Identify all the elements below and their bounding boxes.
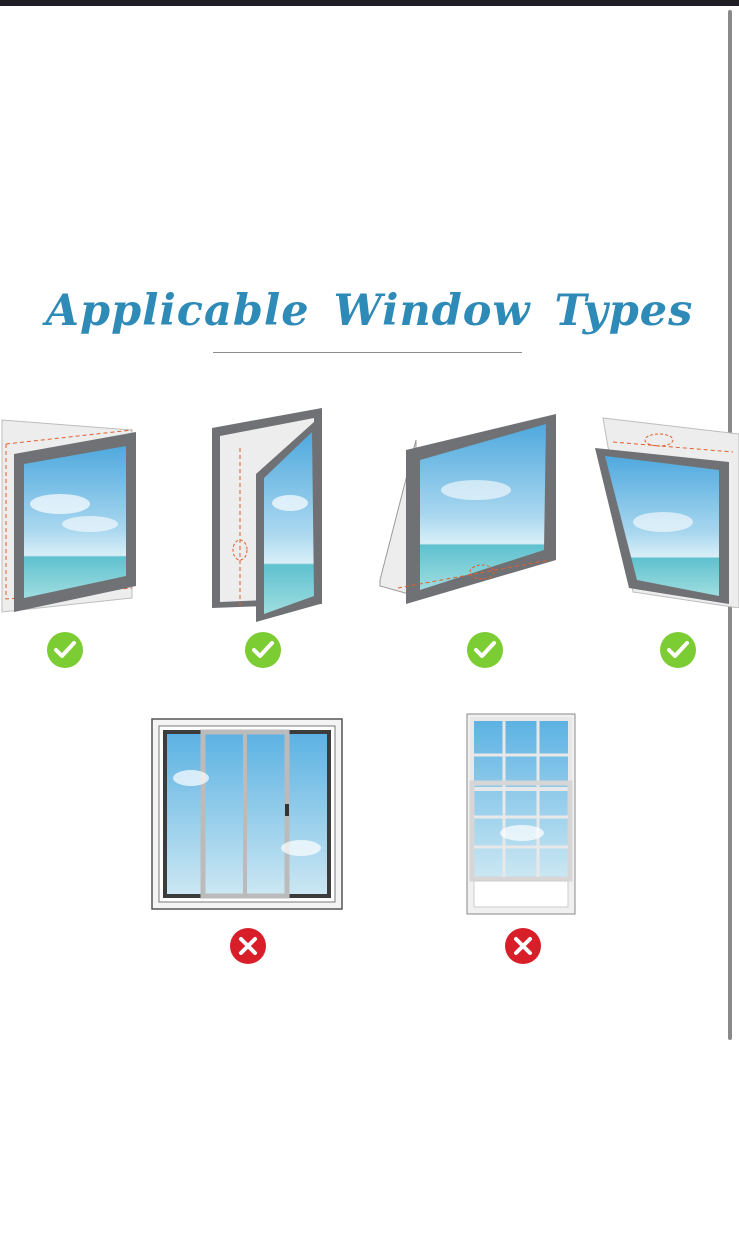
casement-right-window-image [212, 408, 322, 622]
sliding-window-image [151, 718, 343, 910]
casement-left-window-image [1, 419, 136, 613]
double-hung-window-image [466, 713, 576, 915]
check-circle-icon [245, 632, 281, 668]
page-title: Applicable Window Types [45, 286, 694, 336]
check-circle-icon [47, 632, 83, 668]
title-divider [213, 352, 522, 353]
awning-window-image [379, 414, 556, 604]
check-circle-icon [467, 632, 503, 668]
hopper-window-image [595, 417, 739, 608]
cross-circle-icon [505, 928, 541, 964]
top-status-bar [0, 0, 739, 6]
check-circle-icon [660, 632, 696, 668]
cross-circle-icon [230, 928, 266, 964]
